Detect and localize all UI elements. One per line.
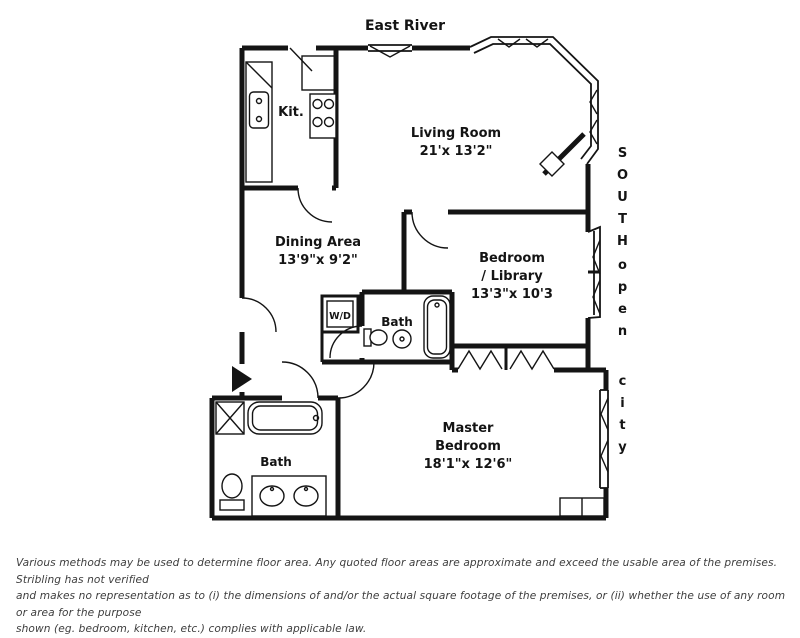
- vanity-sink-right: [293, 485, 319, 507]
- label-bedroom-library-1: Bedroom: [479, 251, 545, 266]
- kitchen-sink: [248, 91, 270, 129]
- bathtub: [423, 295, 451, 359]
- kitchen-counter-corner: [245, 61, 273, 89]
- label-east-river: East River: [365, 18, 445, 34]
- closet-bifold-left: [457, 349, 503, 371]
- dining-door-arc: [241, 297, 277, 333]
- orientation-label-city: city: [615, 374, 630, 462]
- orientation-label-south: SOUTH: [615, 146, 630, 256]
- disclaimer-line-2: and makes no representation as to (i) th…: [16, 590, 786, 619]
- label-master-bedroom-1: Master: [443, 421, 494, 436]
- kitchen-door-arc: [297, 187, 333, 223]
- washer-dryer-unit: [326, 300, 354, 328]
- master-toilet-bowl: [221, 473, 243, 499]
- disclaimer: Various methods may be used to determine…: [16, 555, 788, 638]
- vanity-sink-left: [259, 485, 285, 507]
- room-labels: East River Kit. Living Room 21'x 13'2" D…: [260, 18, 553, 472]
- kitchen-top-door-leaf: [289, 47, 313, 72]
- disclaimer-line-1: Various methods may be used to determine…: [16, 557, 778, 586]
- label-washer-dryer: W/D: [329, 311, 351, 322]
- label-bedroom-library-2: / Library: [481, 269, 543, 284]
- master-bath-door-arc: [281, 361, 319, 399]
- vanity-counter: [251, 475, 327, 517]
- doors: [232, 47, 555, 399]
- master-toilet-tank: [219, 499, 245, 511]
- label-living-room: Living Room: [411, 126, 501, 141]
- toilet-bowl: [369, 329, 388, 346]
- master-bathtub: [247, 401, 323, 435]
- fireplace-diamond: [539, 151, 565, 177]
- label-bath: Bath: [381, 315, 413, 329]
- windows: [368, 36, 609, 489]
- refrigerator: [301, 55, 337, 91]
- orientation-label-open: open: [615, 258, 630, 346]
- floor-plan-page: East River Kit. Living Room 21'x 13'2" D…: [16, 18, 785, 635]
- floor-plan: East River Kit. Living Room 21'x 13'2" D…: [209, 18, 609, 521]
- label-dining-area: Dining Area: [275, 235, 361, 250]
- disclaimer-line-3: shown (eg. bedroom, kitchen, etc.) compl…: [16, 623, 367, 635]
- kitchen-counter: [245, 61, 273, 183]
- label-master-bath: Bath: [260, 455, 292, 469]
- label-dining-area-dims: 13'9"x 9'2": [278, 253, 358, 268]
- label-bedroom-library-dims: 13'3"x 10'3: [471, 287, 553, 302]
- entry-arrow: [232, 366, 252, 392]
- walls: [209, 45, 609, 521]
- bath-sink: [392, 329, 412, 349]
- closet-bifold-right: [509, 349, 555, 371]
- washer-dryer-closet: [320, 294, 360, 334]
- fixtures: [215, 55, 605, 517]
- label-master-bedroom-2: Bedroom: [435, 439, 501, 454]
- bath-door-arc: [329, 325, 363, 359]
- label-living-room-dims: 21'x 13'2": [420, 144, 493, 159]
- label-kitchen: Kit.: [278, 105, 304, 120]
- master-bedroom-door-arc: [337, 361, 375, 399]
- bedroom-library-door-arc: [411, 211, 449, 249]
- label-master-bedroom-dims: 18'1"x 12'6": [424, 457, 513, 472]
